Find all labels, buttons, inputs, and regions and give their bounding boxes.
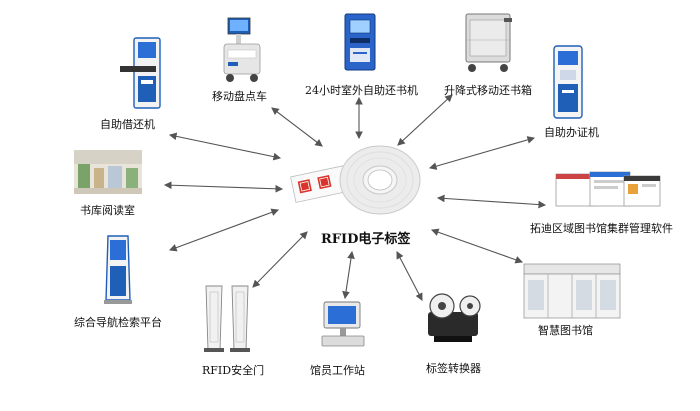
label-tag-converter: 标签转换器	[426, 362, 481, 375]
arrow-cluster-software	[436, 194, 547, 209]
node-inventory-cart: 移动盘点车	[212, 14, 282, 104]
security-gate-icon	[204, 285, 250, 352]
node-navigation-platform: 综合导航检索平台	[74, 234, 174, 334]
arrow-smart-library	[430, 228, 524, 264]
label-smart-library: 智慧图书馆	[538, 324, 593, 337]
label-lifting-return-box: 升降式移动还书箱	[444, 84, 532, 97]
center-rfid-tag: RFID电子标签	[285, 140, 445, 250]
node-lifting-return-box: 升降式移动还书箱	[444, 8, 554, 98]
reading-room-photo-icon	[74, 150, 142, 194]
label-security-gate: RFID安全门	[202, 364, 265, 377]
label-cluster-software: 拓迪区域图书馆集群管理软件	[530, 222, 673, 235]
inventory-cart-icon	[223, 17, 261, 82]
arrow-reading-room	[163, 181, 284, 193]
arrow-inventory-cart	[271, 107, 323, 147]
tag-converter-icon	[428, 293, 481, 342]
smart-library-booth-icon	[523, 263, 621, 319]
arrow-workstation	[342, 250, 355, 300]
outdoor-return-machine-icon	[344, 13, 376, 71]
arrow-card-issuing	[428, 136, 536, 170]
self-service-kiosk-icon	[120, 37, 161, 109]
staff-workstation-icon	[321, 301, 365, 347]
label-staff-workstation: 馆员工作站	[310, 364, 365, 377]
node-self-borrow-return: 自助借还机	[100, 36, 180, 136]
arrow-security-gate	[252, 231, 308, 288]
arrow-tag-converter	[396, 251, 423, 301]
node-tag-converter: 标签转换器	[420, 290, 500, 380]
card-issuing-kiosk-icon	[553, 45, 583, 119]
node-card-issuing: 自助办证机	[534, 44, 614, 144]
return-box-icon	[465, 13, 512, 72]
node-cluster-software: 拓迪区域图书馆集群管理软件	[530, 170, 700, 240]
software-screens-icon	[555, 171, 661, 207]
label-return-machine-24h: 24小时室外自助还书机	[305, 84, 418, 97]
node-reading-room: 书库阅读室	[74, 150, 164, 220]
navigation-kiosk-icon	[104, 235, 132, 304]
arrow-return-box	[397, 94, 453, 146]
node-security-gate: RFID安全门	[194, 282, 274, 382]
label-navigation-platform: 综合导航检索平台	[74, 316, 162, 329]
label-self-borrow-return: 自助借还机	[100, 118, 155, 131]
node-staff-workstation: 馆员工作站	[304, 300, 384, 384]
center-label: RFID电子标签	[321, 232, 411, 247]
node-return-machine-24h: 24小时室外自助还书机	[303, 8, 433, 98]
rfid-tag-roll-icon	[290, 145, 421, 215]
label-reading-room: 书库阅读室	[80, 204, 135, 217]
node-smart-library: 智慧图书馆	[520, 262, 640, 342]
label-inventory-cart: 移动盘点车	[212, 90, 267, 103]
arrow-self-borrow	[168, 132, 282, 161]
arrow-navigation	[168, 208, 280, 252]
label-card-issuing: 自助办证机	[544, 126, 599, 139]
